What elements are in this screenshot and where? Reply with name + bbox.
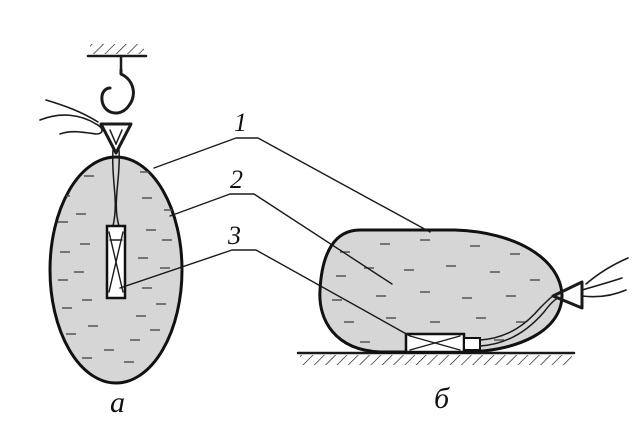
knot-b [551,280,584,310]
leader-line-3 [119,249,411,337]
floor [296,351,576,365]
hook [100,68,135,115]
ceiling-mount [86,44,148,72]
panel-caption-b: б [434,382,450,415]
sensor-b [404,332,481,354]
hand-outline-a [39,99,103,135]
knot-a [99,122,133,155]
callout-3: 3 [227,221,241,250]
panel-b [296,228,629,365]
liquid-dashes-b [332,239,540,343]
liquid-bag-b [318,228,564,354]
hand-outline-b [581,257,629,298]
leader-line-2 [169,193,393,285]
tube-a [111,149,121,227]
sensor-a [105,224,127,300]
panel-caption-a: а [110,386,125,419]
callout-2: 2 [230,165,243,194]
callout-1: 1 [234,108,247,137]
leader-line-1 [153,137,431,233]
panel-a [39,44,184,385]
leader-lines [119,137,431,337]
